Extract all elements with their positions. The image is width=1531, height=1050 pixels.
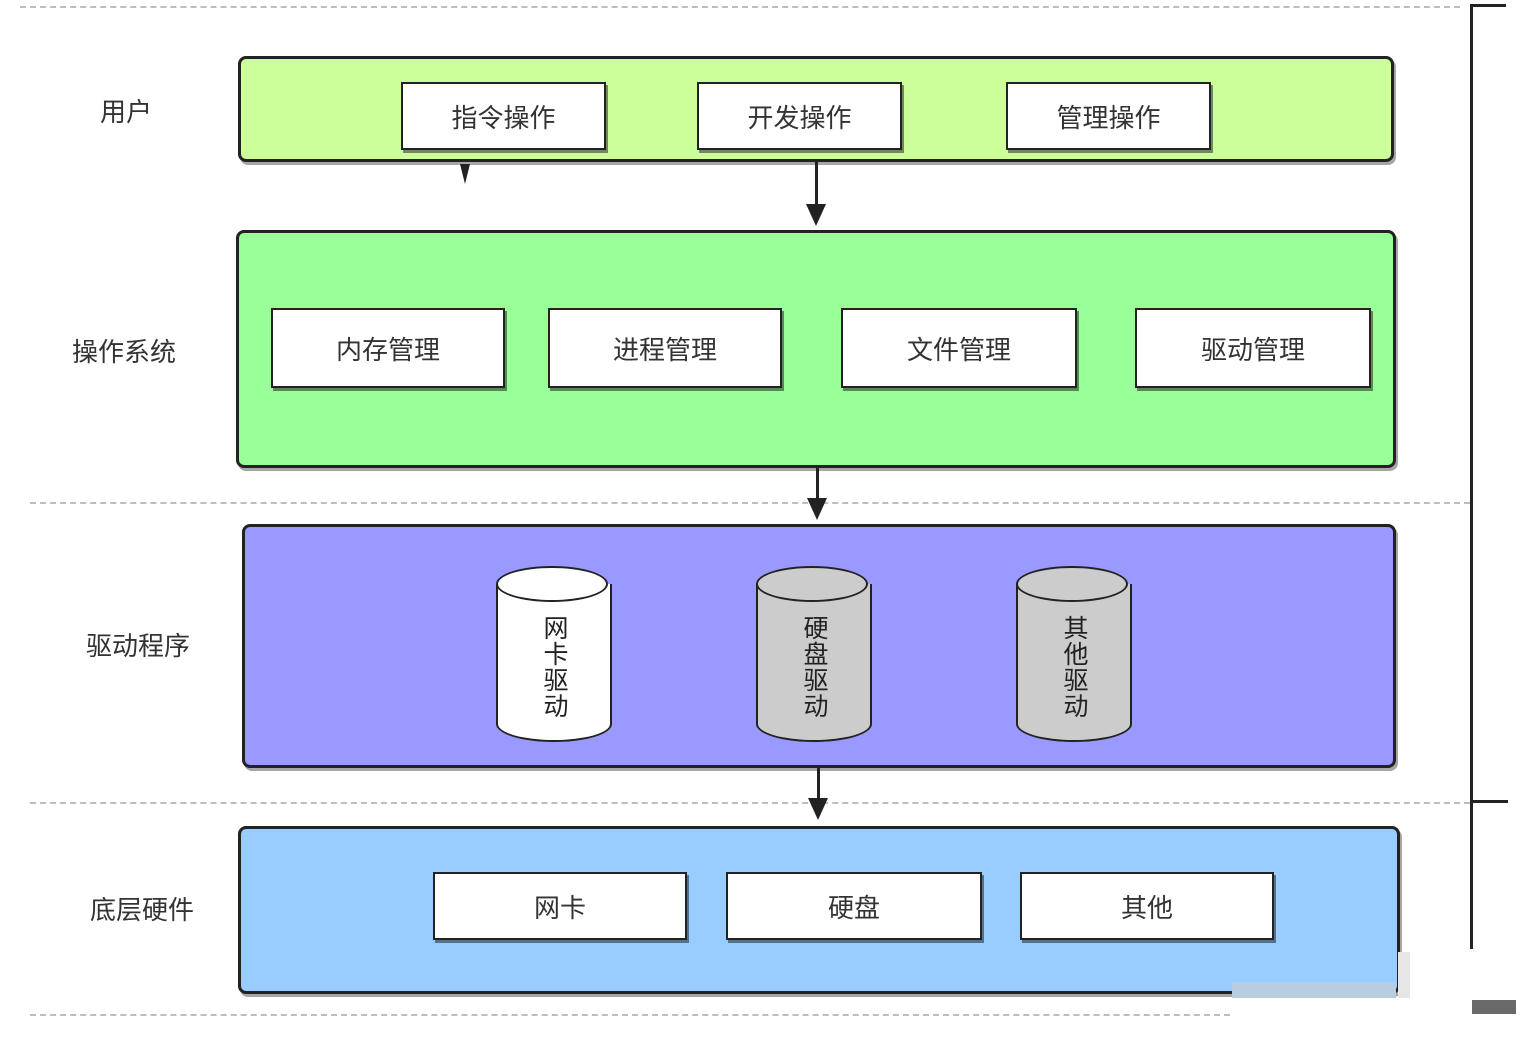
cylinder-nic-driver: 网卡驱动: [496, 566, 612, 742]
layer-label-hardware: 底层硬件: [90, 896, 195, 926]
arrow-os-to-drivers-head: [807, 498, 827, 520]
cylinder-other-driver-label: 其他驱动: [1060, 615, 1089, 719]
cylinder-disk-driver: 硬盘驱动: [756, 566, 872, 742]
box-disk: 硬盘: [726, 872, 982, 940]
separator-bottom: [30, 1014, 1230, 1016]
box-file-management: 文件管理: [841, 308, 1077, 388]
box-nic: 网卡: [433, 872, 687, 940]
box-process-management: 进程管理: [548, 308, 782, 388]
layer-label-os: 操作系统: [72, 338, 177, 368]
box-memory-management: 内存管理: [271, 308, 505, 388]
box-driver-management: 驱动管理: [1135, 308, 1371, 388]
cylinder-disk-driver-label: 硬盘驱动: [800, 615, 829, 719]
arrow-drivers-to-hardware-head: [808, 798, 828, 820]
box-management-operation: 管理操作: [1006, 82, 1211, 150]
box-command-operation: 指令操作: [401, 82, 606, 150]
arrow-os-to-drivers-line: [816, 468, 819, 502]
right-bracket-mid-tick: [1470, 800, 1508, 803]
box-development-operation: 开发操作: [697, 82, 902, 150]
separator-drivers-hardware: [30, 802, 1470, 804]
separator-os-drivers: [30, 502, 1470, 504]
right-bracket: [1470, 4, 1473, 949]
arrow-user-to-os-head: [806, 204, 826, 226]
box-other: 其他: [1020, 872, 1274, 940]
artifact-dark: [1472, 1000, 1516, 1014]
cylinder-other-driver: 其他驱动: [1016, 566, 1132, 742]
cylinder-nic-driver-label: 网卡驱动: [540, 615, 569, 719]
artifact-gray: [1398, 952, 1410, 998]
small-pointer: [460, 164, 470, 184]
artifact-bar: [1232, 982, 1396, 998]
right-bracket-top-tick: [1470, 4, 1506, 7]
arrow-user-to-os-line: [815, 162, 818, 208]
layer-label-drivers: 驱动程序: [86, 632, 191, 662]
layer-label-user: 用户: [100, 98, 153, 128]
arrow-drivers-to-hardware-line: [817, 768, 820, 802]
separator-top: [20, 6, 1460, 8]
